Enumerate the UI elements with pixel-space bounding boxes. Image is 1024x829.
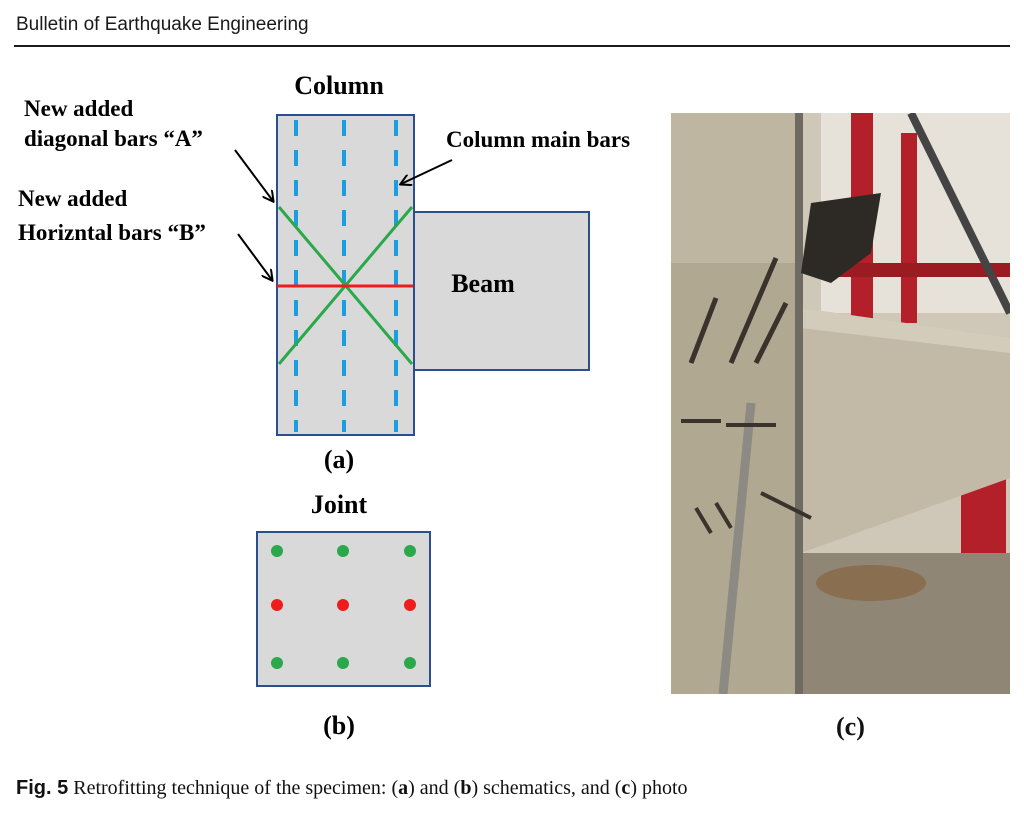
joint-bar-green [337, 545, 349, 557]
panel-a-label: (a) [324, 445, 354, 474]
joint-bar-red [271, 599, 283, 611]
arrow-diagonal [234, 149, 273, 201]
joint-bar-green [404, 545, 416, 557]
joint-title: Joint [311, 490, 368, 519]
panel-c-label: (c) [836, 712, 865, 741]
joint-bar-green [337, 657, 349, 669]
beam-shape [412, 211, 590, 371]
specimen-photo [671, 113, 1010, 694]
panel-b-label: (b) [323, 711, 355, 740]
joint-bar-red [404, 599, 416, 611]
label-diagonal-line2: diagonal bars “A” [24, 126, 203, 151]
arrow-horizontal [237, 233, 272, 280]
arrow-main-bars [401, 159, 453, 184]
caption-text-4: ) photo [630, 777, 688, 799]
beam-label: Beam [451, 269, 515, 298]
column-title: Column [294, 71, 384, 100]
schematic-figure: Column Beam New added diagonal bars “A” … [18, 71, 630, 740]
figure-caption: Fig. 5 Retrofitting technique of the spe… [16, 777, 688, 800]
caption-ref-b: b [460, 777, 472, 799]
joint-bar-green [271, 545, 283, 557]
caption-ref-c: c [621, 777, 631, 799]
header-rule [14, 45, 1010, 47]
joint-bar-green [404, 657, 416, 669]
journal-header: Bulletin of Earthquake Engineering [16, 14, 309, 35]
label-diagonal-line1: New added [24, 96, 133, 121]
caption-text-3: ) schematics, and ( [471, 777, 622, 799]
joint-bar-green [271, 657, 283, 669]
caption-text-1: Retrofitting technique of the specimen: … [73, 777, 399, 799]
joint-bar-red [337, 599, 349, 611]
caption-text-2: ) and ( [408, 777, 461, 799]
caption-ref-a: a [398, 777, 409, 799]
label-main-bars: Column main bars [446, 127, 630, 152]
label-horizontal-line1: New added [18, 186, 127, 211]
label-horizontal-line2: Horizntal bars “B” [18, 220, 206, 245]
caption-fig-label: Fig. 5 [16, 777, 69, 799]
